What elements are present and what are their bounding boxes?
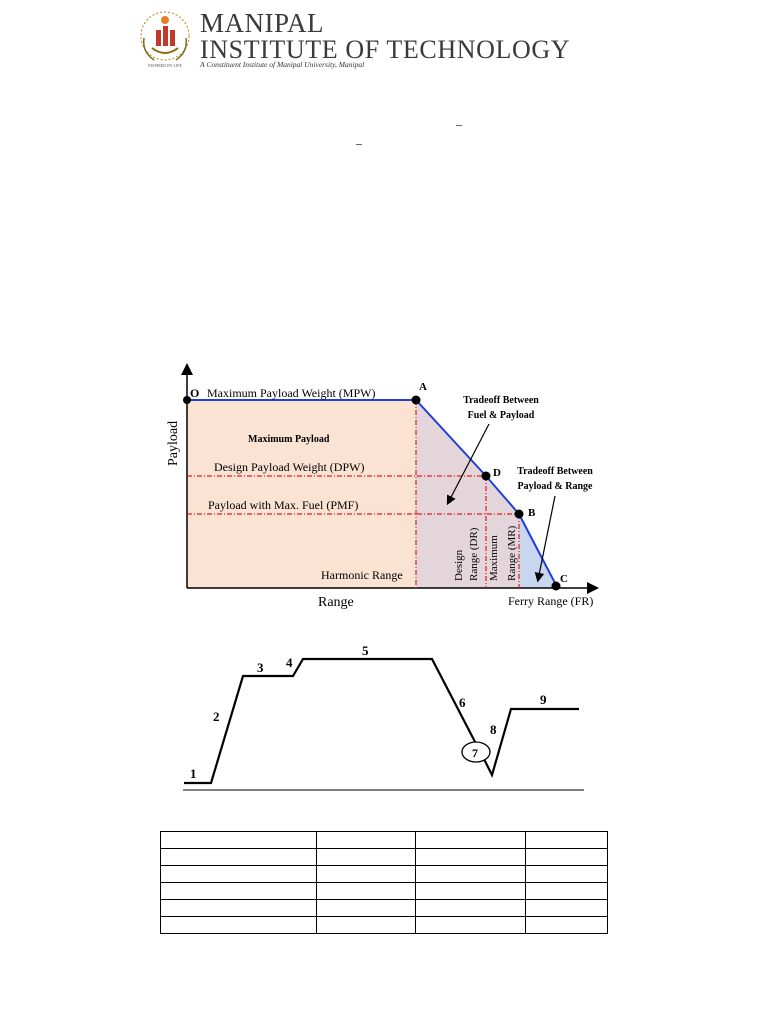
segment-label: 7 xyxy=(472,746,478,760)
table-cell xyxy=(415,848,527,866)
table-cell xyxy=(525,848,608,866)
segment-label: 1 xyxy=(190,766,197,781)
tradeoff-fuel-label-line1: Tradeoff Between xyxy=(463,395,539,406)
table-cell xyxy=(160,899,317,917)
segment-label: 6 xyxy=(459,695,466,710)
point-a-marker xyxy=(411,395,421,405)
table-cell xyxy=(415,916,527,934)
point-d-marker xyxy=(481,471,491,481)
segment-label: 4 xyxy=(286,655,293,670)
tradeoff-range-label-line2: Payload & Range xyxy=(518,481,594,492)
payload-range-curve xyxy=(187,399,557,586)
table-cell xyxy=(415,831,527,849)
segment-label: 8 xyxy=(490,722,497,737)
table-cell xyxy=(315,916,417,934)
ferry-range-label: Ferry Range (FR) xyxy=(508,594,593,608)
y-axis-label: Payload xyxy=(166,421,181,466)
manipal-emblem-icon: INSPIRED BY LIFE xyxy=(140,11,190,68)
table-cell xyxy=(415,865,527,883)
table-cell xyxy=(525,831,608,849)
tradeoff-range-region xyxy=(519,514,556,588)
point-o-label: O xyxy=(190,386,199,400)
tradeoff-range-arrow xyxy=(534,495,556,583)
table-row xyxy=(160,831,608,849)
point-d-label: D xyxy=(493,467,501,479)
segment-label: 3 xyxy=(257,660,264,675)
dash-mark: ‒ xyxy=(456,117,462,131)
data-table xyxy=(160,831,608,934)
max-range-label-line1: Maximum xyxy=(488,535,500,581)
institute-logo: INSPIRED BY LIFE MANIPAL INSTITUTE OF TE… xyxy=(138,8,618,72)
table-cell xyxy=(415,882,527,900)
table-row xyxy=(160,882,608,900)
mpw-label: Maximum Payload Weight (MPW) xyxy=(207,386,375,400)
segment-label: 5 xyxy=(362,643,369,658)
svg-text:INSPIRED BY LIFE: INSPIRED BY LIFE xyxy=(148,63,182,68)
table-row xyxy=(160,899,608,917)
table-cell xyxy=(525,899,608,917)
segment-label: 2 xyxy=(213,709,220,724)
table-cell xyxy=(525,865,608,883)
x-axis-label: Range xyxy=(318,595,354,610)
tradeoff-range-label-line1: Tradeoff Between xyxy=(517,466,593,477)
table-row xyxy=(160,865,608,883)
table-cell xyxy=(315,865,417,883)
table-row xyxy=(160,916,608,934)
table-cell xyxy=(415,899,527,917)
table-cell xyxy=(160,865,317,883)
table-cell xyxy=(315,848,417,866)
table-row xyxy=(160,848,608,866)
table-cell xyxy=(525,882,608,900)
point-c-label: C xyxy=(560,573,568,585)
table-cell xyxy=(160,882,317,900)
point-b-label: B xyxy=(528,507,536,519)
segment-label: 9 xyxy=(540,692,547,707)
logo-title-line1: MANIPAL xyxy=(200,8,325,38)
mission-profile-line xyxy=(184,657,579,785)
dpw-label: Design Payload Weight (DPW) xyxy=(214,460,364,474)
segment-7-ellipse xyxy=(461,741,491,763)
max-payload-region xyxy=(187,400,416,588)
logo-tagline: A Constituent Institute of Manipal Unive… xyxy=(200,60,365,69)
point-b-marker xyxy=(514,509,524,519)
table-cell xyxy=(315,882,417,900)
logo-title-line2: INSTITUTE OF TECHNOLOGY xyxy=(200,35,571,64)
table-cell xyxy=(160,831,317,849)
tradeoff-fuel-region xyxy=(416,400,519,588)
tradeoff-fuel-label-line2: Fuel & Payload xyxy=(468,410,535,421)
max-payload-region-label: Maximum Payload xyxy=(248,434,330,445)
table-cell xyxy=(160,916,317,934)
point-o-marker xyxy=(183,396,191,404)
table-cell xyxy=(315,899,417,917)
table-cell xyxy=(160,848,317,866)
point-a-label: A xyxy=(419,381,427,393)
point-c-marker xyxy=(551,581,561,591)
harmonic-range-label: Harmonic Range xyxy=(321,568,403,582)
tradeoff-fuel-arrow xyxy=(446,423,490,506)
max-range-label-line2: Range (MR) xyxy=(506,525,518,581)
table-cell xyxy=(315,831,417,849)
design-range-label-line1: Design xyxy=(453,549,465,581)
design-range-label-line2: Range (DR) xyxy=(468,527,480,581)
pmf-label: Payload with Max. Fuel (PMF) xyxy=(208,498,358,512)
dash-mark: ‒ xyxy=(356,136,362,150)
table-cell xyxy=(525,916,608,934)
